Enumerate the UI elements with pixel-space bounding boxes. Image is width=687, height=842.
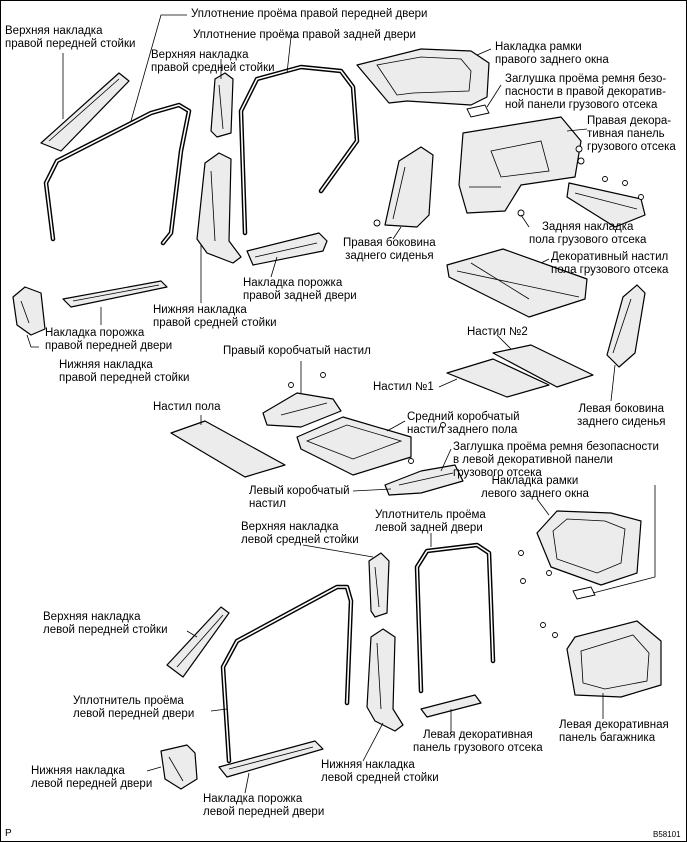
cargo-floor-cover-part xyxy=(446,248,588,318)
label-right-box-floor: Правый коробчатый настил xyxy=(223,345,371,357)
label-floor-mat-2: Настил №2 xyxy=(467,326,528,338)
left-front-door-scuff-part xyxy=(218,740,324,778)
label-right-rear-window-frame: Накладка рамки правого заднего окна xyxy=(495,41,609,66)
label-left-rear-door-seal: Уплотнитель проёма левой задней двери xyxy=(375,509,486,534)
corner-mark: P xyxy=(5,828,12,839)
label-right-belt-cover: Заглушка проёма ремня безо- пасности в п… xyxy=(505,73,667,111)
upper-left-front-pillar-part xyxy=(166,606,230,678)
label-lower-left-center-pillar: Нижняя накладка левой средней стойки xyxy=(321,759,439,784)
label-center-box-floor: Средний коробчатый настил заднего пола xyxy=(407,411,520,436)
right-front-door-seal-part xyxy=(43,102,192,246)
label-upper-left-center-pillar: Верхняя накладка левой средней стойки xyxy=(241,521,359,546)
rear-cargo-sill-part xyxy=(566,182,646,228)
label-right-rear-seat-side: Правая боковина заднего сиденья xyxy=(343,237,436,262)
label-left-rear-window-frame: Накладка рамки левого заднего окна xyxy=(481,475,589,500)
label-right-front-door-scuff: Накладка порожка правой передней двери xyxy=(45,327,173,352)
label-rear-cargo-sill: Задняя накладка пола грузового отсека xyxy=(529,221,647,246)
label-floor-mat: Настил пола xyxy=(153,401,221,413)
left-rear-door-seal-part xyxy=(414,542,496,694)
label-right-rear-door-scuff: Накладка порожка правой задней двери xyxy=(243,277,357,302)
label-left-box-floor: Левый коробчатый настил xyxy=(249,485,350,510)
left-rear-window-frame-part xyxy=(536,510,642,586)
label-left-front-door-seal: Уплотнитель проёма левой передней двери xyxy=(73,695,195,720)
label-right-rear-door-seal: Уплотнение проёма правой задней двери xyxy=(193,29,416,41)
label-upper-left-front-pillar: Верхняя накладка левой передней стойки xyxy=(43,611,168,636)
leader-lines xyxy=(26,14,656,794)
lower-left-center-pillar-part xyxy=(366,628,404,732)
right-cargo-panel-part xyxy=(458,116,582,214)
label-left-cargo-panel-lower: Левая декоративная панель грузового отсе… xyxy=(413,729,543,754)
upper-left-center-pillar-part xyxy=(368,552,390,618)
right-rear-seat-side-part xyxy=(384,146,434,228)
center-box-floor-part xyxy=(296,416,412,476)
label-right-cargo-panel: Правая декора- тивная панель грузового о… xyxy=(587,115,676,153)
lower-right-front-pillar-part xyxy=(12,286,46,336)
label-cargo-floor-cover: Декоративный настил пола грузового отсек… xyxy=(551,251,669,276)
label-lower-right-center-pillar: Нижняя накладка правой средней стойки xyxy=(153,304,277,329)
left-rear-seat-side-part xyxy=(606,284,646,368)
left-box-floor-part xyxy=(384,464,464,496)
left-belt-cover-part xyxy=(572,586,596,600)
label-upper-right-center-pillar: Верхняя накладка правой средней стойки xyxy=(151,49,275,74)
right-rear-door-scuff-part xyxy=(246,232,328,266)
floor-mat-2-part xyxy=(492,344,594,388)
label-left-luggage-panel: Левая декоративная панель багажника xyxy=(559,719,669,744)
label-floor-mat-1: Настил №1 xyxy=(373,381,434,393)
right-front-door-scuff-part xyxy=(62,280,168,308)
right-rear-door-seal-part xyxy=(238,64,360,236)
label-left-front-door-scuff: Накладка порожка левой передней двери xyxy=(203,793,325,818)
left-front-door-seal-part xyxy=(220,584,354,764)
label-left-rear-seat-side: Левая боковина заднего сиденья xyxy=(577,403,666,428)
right-rear-window-frame-part xyxy=(356,48,490,106)
label-lower-left-front-pillar: Нижняя накладка левой передней двери xyxy=(31,765,153,790)
label-left-belt-cover: Заглушка проёма ремня безопасности в лев… xyxy=(453,441,659,479)
label-upper-right-front-pillar: Верхняя накладка правой передней стойки xyxy=(5,25,136,50)
lower-left-front-pillar-part xyxy=(160,744,198,790)
floor-mat-part xyxy=(170,420,286,478)
fastener-clips xyxy=(288,145,644,638)
right-belt-cover-part xyxy=(466,104,490,118)
upper-right-front-pillar-part xyxy=(40,72,130,152)
left-cargo-panel-lower-part xyxy=(420,694,482,718)
label-right-front-door-seal: Уплотнение проёма правой передней двери xyxy=(191,8,428,20)
left-luggage-panel-part xyxy=(566,620,662,698)
figure-code: B58101 xyxy=(653,830,681,839)
upper-right-center-pillar-part xyxy=(210,72,234,138)
floor-mat-1-part xyxy=(446,358,550,398)
lower-right-center-pillar-part xyxy=(196,152,242,264)
label-lower-right-front-pillar: Нижняя накладка правой передней стойки xyxy=(59,359,190,384)
right-box-floor-part xyxy=(262,392,342,428)
